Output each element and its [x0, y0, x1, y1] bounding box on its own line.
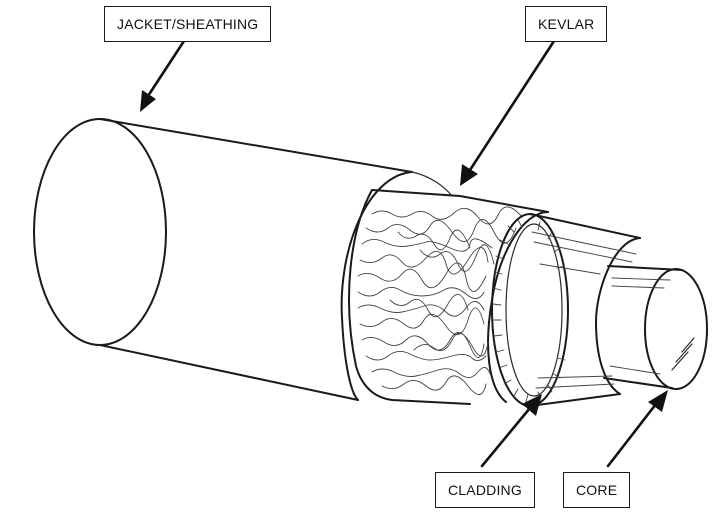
core-label: CORE: [563, 472, 631, 508]
core-fiber: [603, 265, 708, 390]
jacket-label: JACKET/SHEATHING: [104, 6, 272, 42]
cladding-label: CLADDING: [435, 472, 535, 508]
arrow-jacket: [140, 36, 188, 112]
arrow-cladding: [480, 394, 542, 468]
arrow-core: [606, 390, 668, 468]
cladding-layer: [491, 213, 641, 407]
arrow-kevlar: [460, 36, 558, 186]
kevlar-label: KEVLAR: [525, 6, 608, 42]
kevlar-layer: [348, 189, 549, 405]
cladding-ring-hatch: [492, 219, 566, 403]
jacket-cylinder: [33, 118, 453, 401]
